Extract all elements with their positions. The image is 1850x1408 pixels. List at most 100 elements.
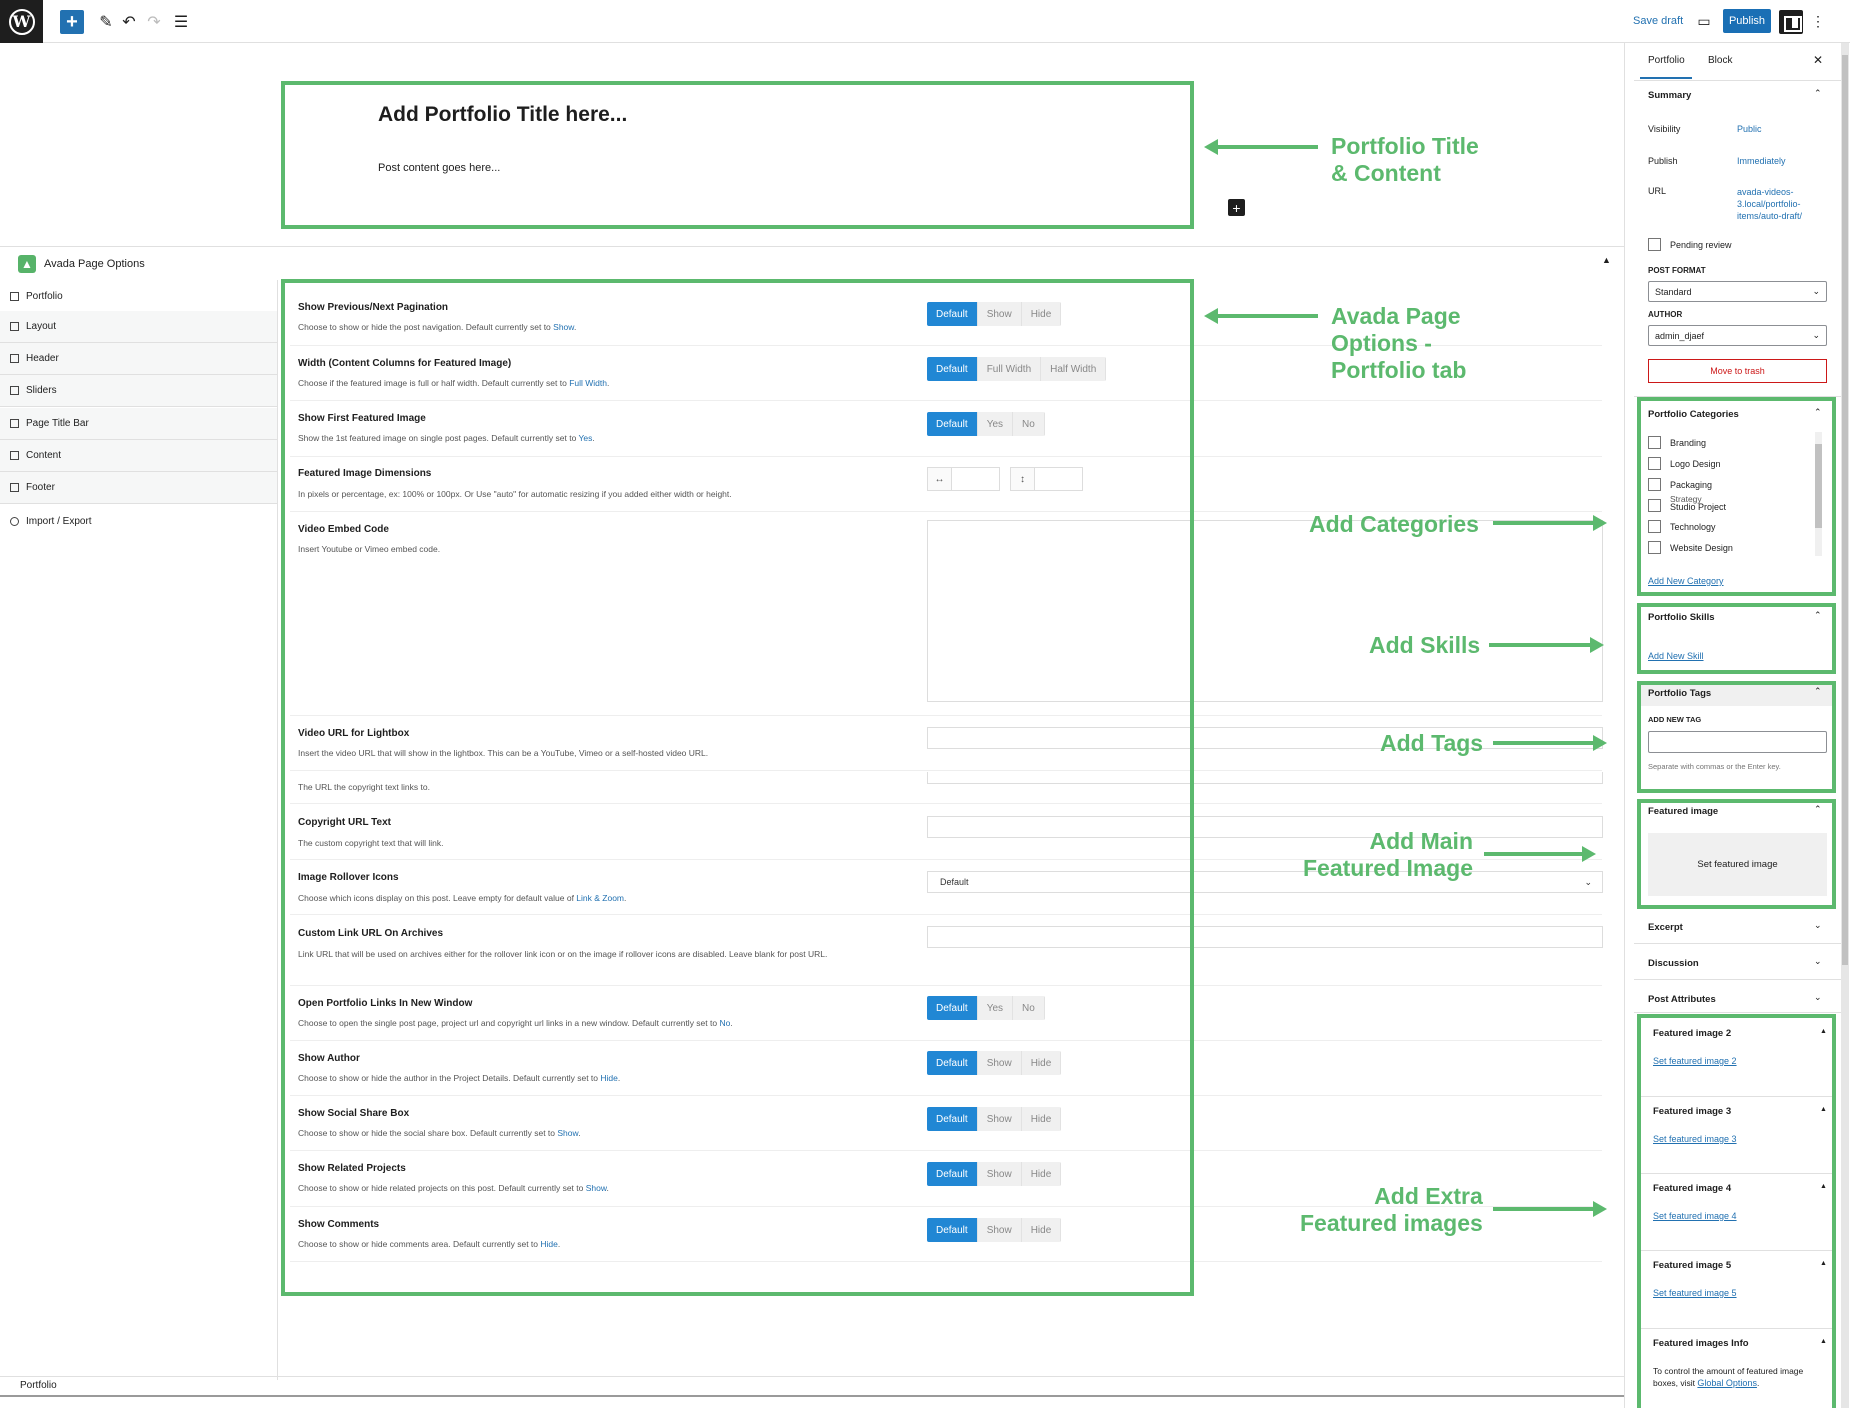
option-link[interactable]: Show <box>557 1128 579 1138</box>
option-button[interactable]: Hide <box>1021 1162 1062 1186</box>
featured-image-2-title[interactable]: Featured image 2 <box>1653 1028 1732 1039</box>
chevron-down-icon[interactable]: ⌄ <box>1814 992 1822 1002</box>
global-options-link[interactable]: Global Options <box>1697 1378 1757 1388</box>
excerpt-panel-toggle[interactable]: Excerpt <box>1648 922 1683 933</box>
chevron-down-icon[interactable]: ⌄ <box>1814 956 1822 966</box>
redo-icon[interactable]: ↷ <box>147 14 161 31</box>
option-button[interactable]: Default <box>927 1051 978 1075</box>
horizontal-scrollbar[interactable] <box>0 1395 1624 1397</box>
chevron-up-icon[interactable]: ⌃ <box>1814 88 1822 98</box>
copyright-url-input[interactable] <box>927 772 1603 784</box>
tab-layout[interactable]: Layout <box>0 311 277 343</box>
option-button[interactable]: Default <box>927 357 978 381</box>
featured-image-5-title[interactable]: Featured image 5 <box>1653 1260 1732 1271</box>
option-button[interactable]: Default <box>927 1162 978 1186</box>
set-featured-image-2-link[interactable]: Set featured image 2 <box>1653 1056 1737 1066</box>
set-featured-image-4-link[interactable]: Set featured image 4 <box>1653 1211 1737 1221</box>
custom-link-input[interactable] <box>927 926 1603 948</box>
set-featured-image-3-link[interactable]: Set featured image 3 <box>1653 1134 1737 1144</box>
add-tag-input[interactable] <box>1648 731 1827 753</box>
tab-page-title-bar[interactable]: Page Title Bar <box>0 408 277 440</box>
wordpress-logo-button[interactable]: W <box>0 0 43 43</box>
block-breadcrumb[interactable]: Portfolio <box>20 1380 57 1391</box>
tab-import-export[interactable]: Import / Export <box>0 505 277 537</box>
option-link[interactable]: Link & Zoom <box>576 893 625 903</box>
set-featured-image-5-link[interactable]: Set featured image 5 <box>1653 1288 1737 1298</box>
preview-icon[interactable]: ▭ <box>1697 12 1711 29</box>
option-button[interactable]: Show <box>977 1218 1022 1242</box>
publish-value[interactable]: Immediately <box>1737 156 1786 166</box>
option-button[interactable]: Show <box>977 1051 1022 1075</box>
category-item[interactable]: Technology <box>1648 516 1808 537</box>
visibility-value[interactable]: Public <box>1737 124 1762 134</box>
option-link[interactable]: No <box>719 1018 731 1028</box>
post-format-select[interactable]: Standard⌄ <box>1648 281 1827 302</box>
publish-button[interactable]: Publish <box>1723 9 1771 33</box>
option-button[interactable]: Default <box>927 1107 978 1131</box>
category-item[interactable]: Logo Design <box>1648 453 1808 474</box>
tab-footer[interactable]: Footer <box>0 472 277 504</box>
tab-header[interactable]: Header <box>0 343 277 375</box>
chevron-up-icon[interactable]: ⌃ <box>1814 610 1822 620</box>
portfolio-tags-title[interactable]: Portfolio Tags <box>1648 688 1712 699</box>
option-button[interactable]: No <box>1013 996 1045 1020</box>
sidebar-scrollbar-thumb[interactable] <box>1842 55 1848 965</box>
video-embed-textarea[interactable] <box>927 520 1603 702</box>
portfolio-skills-title[interactable]: Portfolio Skills <box>1648 612 1715 623</box>
featured-image-4-title[interactable]: Featured image 4 <box>1653 1183 1732 1194</box>
add-new-category-link[interactable]: Add New Category <box>1648 576 1724 586</box>
tab-portfolio[interactable]: Portfolio <box>0 280 277 312</box>
option-button[interactable]: Hide <box>1021 1107 1062 1131</box>
copyright-text-input[interactable] <box>927 816 1603 838</box>
url-value[interactable]: avada-videos-3.local/portfolio-items/aut… <box>1737 187 1803 221</box>
undo-icon[interactable]: ↶ <box>122 14 136 31</box>
list-view-icon[interactable]: ☰ <box>173 14 189 31</box>
caret-up-icon[interactable]: ▲ <box>1820 1260 1827 1267</box>
option-button[interactable]: Show <box>977 302 1022 326</box>
option-link[interactable]: Hide <box>600 1073 618 1083</box>
category-item[interactable]: Packaging <box>1648 474 1808 495</box>
option-button[interactable]: No <box>1013 412 1045 436</box>
option-button[interactable]: Default <box>927 302 978 326</box>
chevron-up-icon[interactable]: ⌃ <box>1814 407 1822 417</box>
tab-block[interactable]: Block <box>1708 55 1733 66</box>
option-link[interactable]: Show <box>585 1183 607 1193</box>
tab-sliders[interactable]: Sliders <box>0 375 277 407</box>
rollover-icons-select[interactable]: Default⌄ <box>927 871 1603 893</box>
option-link[interactable]: Show <box>553 322 574 332</box>
category-item[interactable]: Branding <box>1648 432 1808 453</box>
option-link[interactable]: Hide <box>540 1239 558 1249</box>
option-button[interactable]: Yes <box>977 996 1014 1020</box>
option-button[interactable]: Hide <box>1021 1051 1062 1075</box>
caret-up-icon[interactable]: ▲ <box>1820 1183 1827 1190</box>
save-draft-button[interactable]: Save draft <box>1633 15 1684 27</box>
option-button[interactable]: Show <box>977 1162 1022 1186</box>
option-button[interactable]: Default <box>927 412 978 436</box>
pending-review-checkbox[interactable]: Pending review <box>1648 238 1732 251</box>
close-icon[interactable]: ✕ <box>1813 53 1824 67</box>
featured-image-title[interactable]: Featured image <box>1648 806 1719 817</box>
featured-images-info-title[interactable]: Featured images Info <box>1653 1338 1749 1349</box>
option-button[interactable]: Half Width <box>1041 357 1107 381</box>
caret-up-icon[interactable]: ▲ <box>1820 1106 1827 1113</box>
discussion-panel-toggle[interactable]: Discussion <box>1648 958 1699 969</box>
option-button[interactable]: Hide <box>1021 302 1062 326</box>
settings-sidebar-icon[interactable] <box>1779 10 1803 34</box>
collapse-caret-icon[interactable]: ▲ <box>1602 255 1611 265</box>
portfolio-categories-title[interactable]: Portfolio Categories <box>1648 409 1739 420</box>
tab-portfolio-settings[interactable]: Portfolio <box>1648 55 1685 66</box>
block-inserter-button[interactable]: + <box>60 10 84 34</box>
chevron-up-icon[interactable]: ⌃ <box>1814 804 1822 814</box>
caret-up-icon[interactable]: ▲ <box>1820 1338 1827 1345</box>
move-to-trash-button[interactable]: Move to trash <box>1648 359 1827 383</box>
option-button[interactable]: Full Width <box>977 357 1042 381</box>
add-new-skill-link[interactable]: Add New Skill <box>1648 651 1704 661</box>
option-button[interactable]: Default <box>927 1218 978 1242</box>
option-button[interactable]: Show <box>977 1107 1022 1131</box>
post-title[interactable]: Add Portfolio Title here... <box>378 103 628 126</box>
pencil-icon[interactable]: ✎ <box>99 14 113 31</box>
chevron-up-icon[interactable]: ⌃ <box>1814 686 1822 696</box>
option-button[interactable]: Hide <box>1021 1218 1062 1242</box>
post-content-paragraph[interactable]: Post content goes here... <box>378 162 501 174</box>
